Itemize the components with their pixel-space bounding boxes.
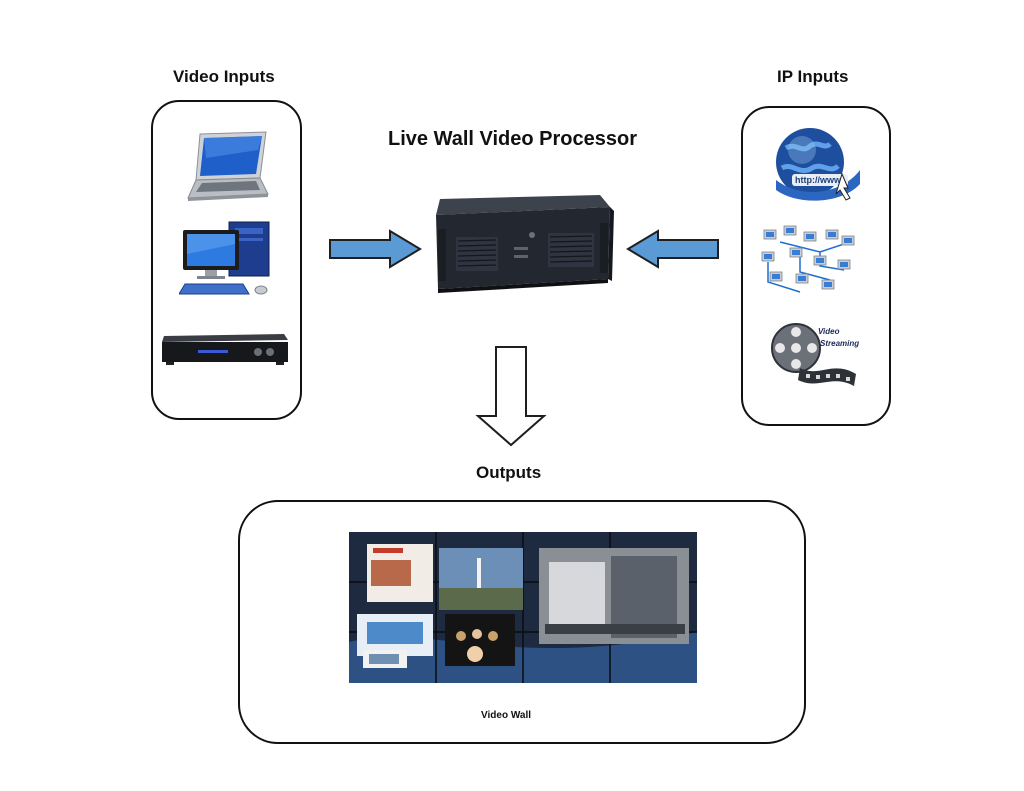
internet-globe-icon: http://www. [776, 128, 860, 201]
video-wall-display [349, 532, 697, 683]
video-wall-label: Video Wall [481, 710, 532, 721]
video-streaming-icon: Video Streaming [771, 323, 859, 386]
video-inputs-heading: Video Inputs [173, 67, 275, 86]
outputs-heading: Outputs [476, 463, 542, 482]
desktop-computer-icon [179, 221, 270, 295]
input-arrow-right [329, 229, 422, 269]
input-arrow-left [626, 229, 719, 269]
output-arrow-down [475, 346, 547, 447]
processor-title: Live Wall Video Processor [388, 128, 637, 150]
video-processor-chassis-icon [436, 195, 614, 293]
laptop-icon [187, 131, 269, 201]
ip-inputs-heading: IP Inputs [777, 67, 849, 86]
network-icon [761, 225, 855, 293]
media-player-box-icon [162, 334, 288, 365]
streaming-caption-1: Video [818, 327, 840, 336]
streaming-caption-2: Streaming [820, 339, 859, 348]
globe-caption: http://www. [795, 175, 843, 185]
